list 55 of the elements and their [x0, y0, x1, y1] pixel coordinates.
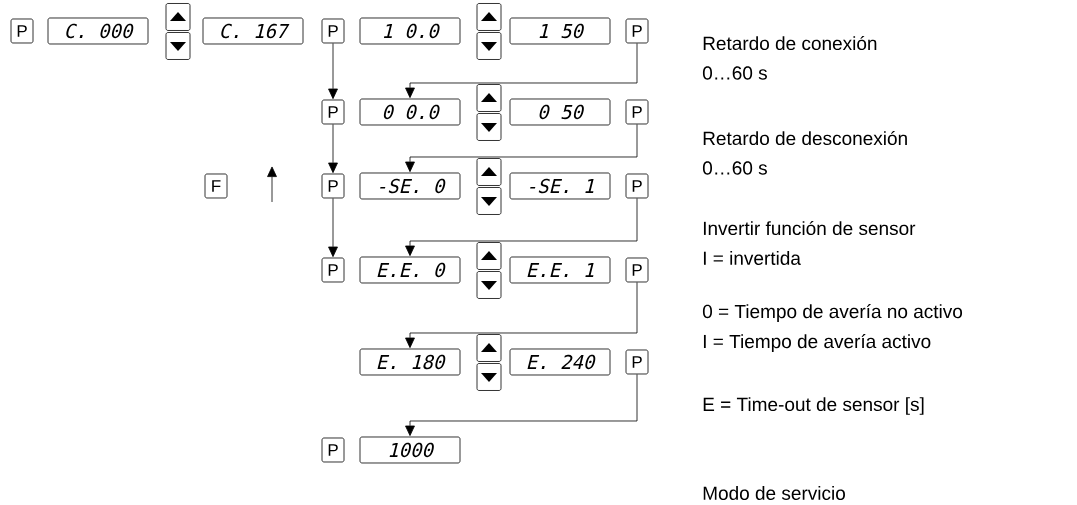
arrow [328, 43, 338, 100]
up-arrow-key [165, 3, 191, 31]
arrow [405, 374, 638, 436]
key-button: F [204, 173, 228, 199]
arrow [405, 282, 638, 349]
arrow [328, 124, 338, 174]
down-arrow-key [165, 32, 191, 60]
display-field: 0 50 [509, 98, 611, 126]
down-arrow-key [476, 271, 502, 299]
description-text: 0…60 s [702, 161, 767, 175]
key-button: P [625, 173, 649, 199]
display-field: C. 000 [47, 17, 149, 45]
display-field: 1 0.0 [359, 17, 461, 45]
up-arrow-key [476, 84, 502, 112]
up-arrow-key [476, 334, 502, 362]
arrow [405, 124, 638, 173]
down-arrow-key [476, 363, 502, 391]
display-field: -SE. 1 [509, 172, 611, 200]
display-field: 1 50 [509, 17, 611, 45]
description-text: Retardo de desconexión [703, 130, 907, 146]
description-text: Retardo de conexión [703, 35, 877, 51]
description-text: 0…60 s [702, 66, 767, 80]
key-button: P [321, 99, 345, 125]
up-arrow-key [476, 158, 502, 186]
description-text: Modo de servicio [703, 486, 845, 500]
down-arrow-key [476, 187, 502, 215]
display-field: E.E. 1 [509, 256, 611, 284]
description-text: 0 = Tiempo de avería no activo [702, 304, 963, 322]
key-button: P [321, 173, 345, 199]
down-arrow-key [476, 32, 502, 60]
display-field: C. 167 [202, 17, 304, 45]
key-button: P [321, 437, 345, 463]
arrow [405, 43, 638, 99]
key-button: P [625, 99, 649, 125]
key-button: P [321, 257, 345, 283]
display-field: E. 180 [359, 348, 461, 376]
display-field: 1000 [359, 436, 461, 464]
key-button: P [321, 18, 345, 44]
description-text: Invertir función de sensor [703, 220, 916, 236]
up-arrow-key [476, 242, 502, 270]
key-button: P [10, 18, 34, 44]
arrow [328, 198, 338, 258]
display-field: 0 0.0 [359, 98, 461, 126]
key-button: P [625, 18, 649, 44]
down-arrow-key [476, 113, 502, 141]
up-arrow-key [476, 3, 502, 31]
description-text: I = Tiempo de avería activo [703, 334, 931, 352]
display-field: E.E. 0 [359, 256, 461, 284]
key-button: P [625, 349, 649, 375]
display-field: -SE. 0 [359, 172, 461, 200]
description-text: E = Time-out de sensor [s] [703, 397, 924, 415]
description-text: I = invertida [703, 251, 801, 265]
display-field: E. 240 [509, 348, 611, 376]
arrow [405, 198, 638, 257]
key-button: P [625, 257, 649, 283]
